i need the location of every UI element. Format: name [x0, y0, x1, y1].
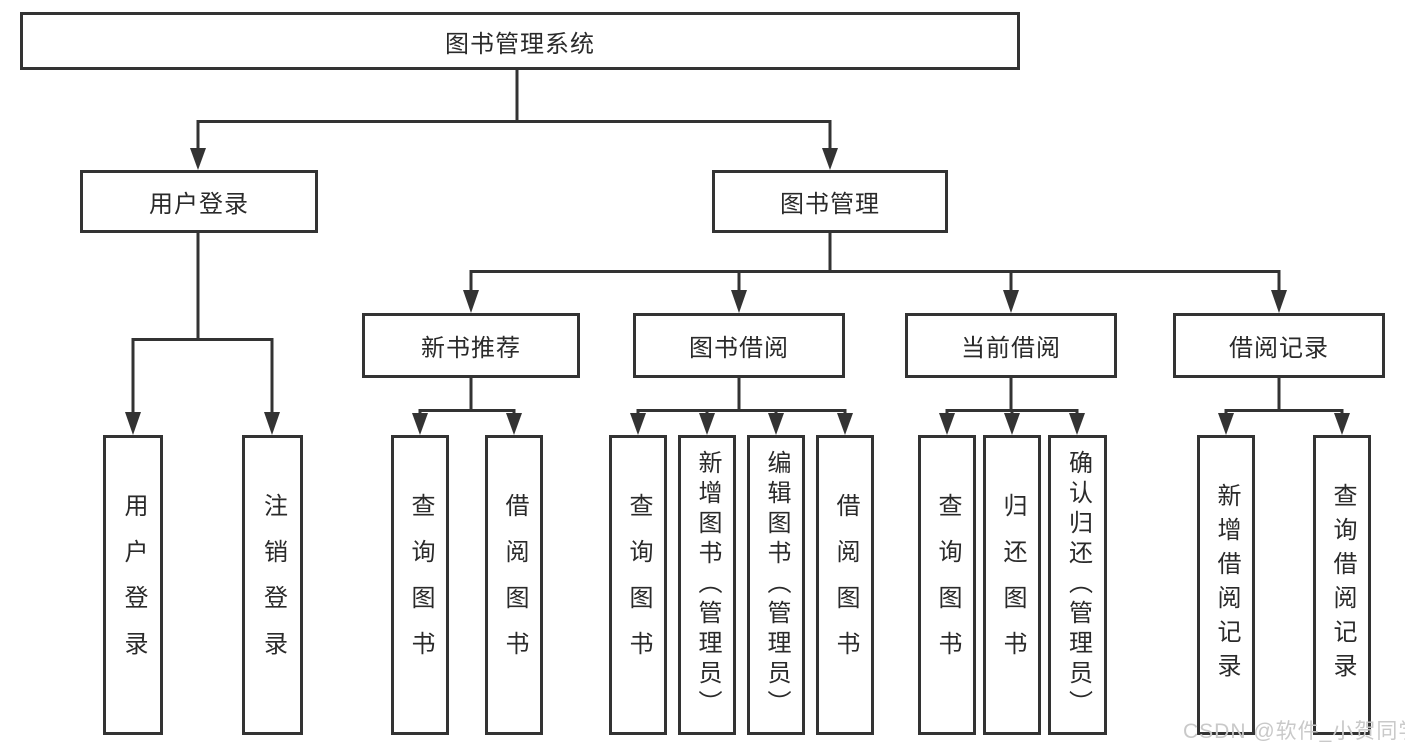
node-borrow-records: 借阅记录: [1173, 313, 1385, 378]
leaf-add-borrow-record-label: 新增借阅记录: [1213, 483, 1240, 687]
leaf-borrow-books: 借阅图书: [816, 435, 874, 735]
node-library-management-system: 图书管理系统: [20, 12, 1020, 70]
node-book-management: 图书管理: [712, 170, 948, 233]
leaf-logout-login-label: 注销登录: [259, 493, 287, 677]
leaf-query-books-borrow: 查询图书: [609, 435, 667, 735]
leaf-add-borrow-record: 新增借阅记录: [1197, 435, 1255, 735]
leaf-confirm-return-admin: 确认归还（管理员）: [1048, 435, 1107, 735]
leaf-return-books-label: 归还图书: [999, 493, 1026, 677]
node-new-book-recommend: 新书推荐: [362, 313, 580, 378]
leaf-query-books-borrow-label: 查询图书: [625, 493, 652, 677]
leaf-user-login: 用户登录: [103, 435, 163, 735]
node-user-login: 用户登录: [80, 170, 318, 233]
leaf-add-books-admin-label: 新增图书（管理员）: [694, 450, 721, 720]
leaf-query-books-recommend-label: 查询图书: [407, 493, 434, 677]
leaf-user-login-label: 用户登录: [120, 493, 147, 677]
watermark: CSDN @软件_小贺同学: [1183, 720, 1405, 743]
leaf-borrow-books-label: 借阅图书: [832, 493, 859, 677]
leaf-add-books-admin: 新增图书（管理员）: [678, 435, 736, 735]
leaf-query-books-recommend: 查询图书: [391, 435, 449, 735]
leaf-query-books-current-label: 查询图书: [934, 493, 961, 677]
leaf-query-books-current: 查询图书: [918, 435, 976, 735]
leaf-confirm-return-admin-label: 确认归还（管理员）: [1064, 450, 1092, 720]
node-current-borrow: 当前借阅: [905, 313, 1117, 378]
node-book-borrow: 图书借阅: [633, 313, 845, 378]
leaf-borrow-books-recommend: 借阅图书: [485, 435, 543, 735]
leaf-query-borrow-record: 查询借阅记录: [1313, 435, 1371, 735]
leaf-edit-books-admin: 编辑图书（管理员）: [747, 435, 805, 735]
leaf-query-borrow-record-label: 查询借阅记录: [1329, 483, 1356, 687]
leaf-borrow-books-recommend-label: 借阅图书: [501, 493, 528, 677]
leaf-logout-login: 注销登录: [242, 435, 303, 735]
leaf-return-books: 归还图书: [983, 435, 1041, 735]
leaf-edit-books-admin-label: 编辑图书（管理员）: [763, 450, 790, 720]
